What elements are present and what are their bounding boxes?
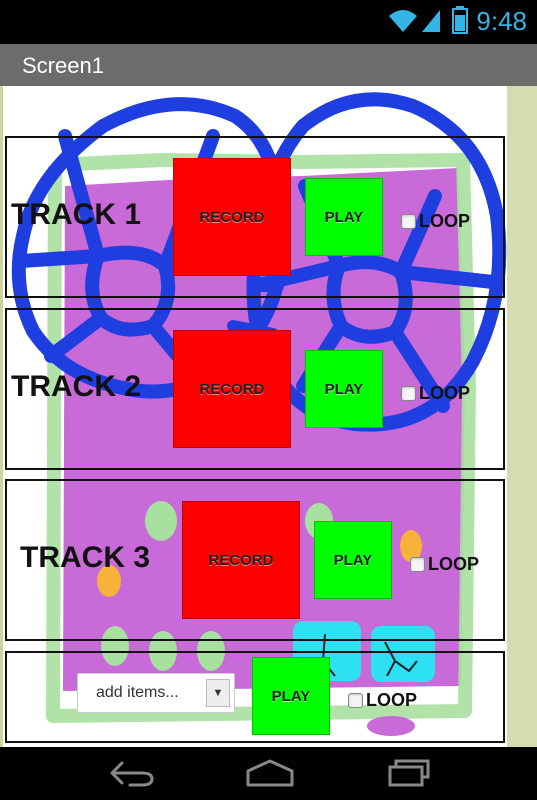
home-icon[interactable] xyxy=(244,759,296,787)
bottom-play-button[interactable]: PLAY xyxy=(252,657,330,735)
track-2-record-button[interactable]: RECORD xyxy=(173,330,291,448)
track-2-label: TRACK 2 xyxy=(11,370,142,403)
bottom-loop-toggle[interactable]: LOOP xyxy=(348,690,417,711)
yellow-blob xyxy=(400,530,422,562)
back-icon[interactable] xyxy=(108,759,156,787)
yellow-blob xyxy=(97,565,121,597)
track-3-loop-label: LOOP xyxy=(428,554,480,574)
green-blob xyxy=(145,501,177,541)
crack-mark xyxy=(384,641,418,677)
green-blob xyxy=(101,626,129,666)
status-time: 9:48 xyxy=(476,6,527,36)
track-2-loop-toggle[interactable]: LOOP xyxy=(401,383,470,404)
right-edge-strip xyxy=(507,86,537,747)
wifi-icon xyxy=(389,10,417,32)
track-2-loop-label: LOOP xyxy=(419,383,471,403)
track-3-record-button[interactable]: RECORD xyxy=(182,501,300,619)
screen-title: Screen1 xyxy=(22,53,104,78)
signal-icon xyxy=(422,10,440,32)
status-bar: 9:48 xyxy=(0,0,537,44)
track-1-loop-toggle[interactable]: LOOP xyxy=(401,211,470,232)
bottom-loop-label: LOOP xyxy=(366,690,418,710)
track-1-loop-label: LOOP xyxy=(419,211,471,231)
purple-accent xyxy=(367,716,415,736)
track-1-label: TRACK 1 xyxy=(11,198,142,231)
track-1-record-button[interactable]: RECORD xyxy=(173,158,291,276)
left-edge-strip xyxy=(0,86,3,747)
recents-icon[interactable] xyxy=(386,759,432,787)
track-2-row: TRACK 2 RECORD PLAY LOOP xyxy=(5,308,505,470)
bottom-loop-checkbox[interactable] xyxy=(348,693,363,708)
battery-icon xyxy=(452,6,468,34)
track-3-loop-toggle[interactable]: LOOP xyxy=(410,554,479,575)
track-3-label: TRACK 3 xyxy=(20,541,151,574)
track-1-loop-checkbox[interactable] xyxy=(401,214,416,229)
track-1-row: TRACK 1 RECORD PLAY LOOP xyxy=(5,136,505,298)
screen-canvas: TRACK 1 RECORD PLAY LOOP TRACK 2 RECORD … xyxy=(3,86,507,747)
spinner-selected-text: add items... xyxy=(96,684,179,701)
title-bar: Screen1 xyxy=(0,44,537,86)
add-items-spinner[interactable]: add items... ▼ xyxy=(77,673,235,713)
track-3-row: TRACK 3 RECORD PLAY LOOP xyxy=(5,479,505,641)
bottom-row xyxy=(5,651,505,743)
navigation-bar xyxy=(0,747,537,800)
track-1-play-button[interactable]: PLAY xyxy=(305,178,383,256)
dropdown-arrow-icon[interactable]: ▼ xyxy=(206,679,230,707)
track-3-loop-checkbox[interactable] xyxy=(410,557,425,572)
track-3-play-button[interactable]: PLAY xyxy=(314,521,392,599)
track-2-loop-checkbox[interactable] xyxy=(401,386,416,401)
track-2-play-button[interactable]: PLAY xyxy=(305,350,383,428)
